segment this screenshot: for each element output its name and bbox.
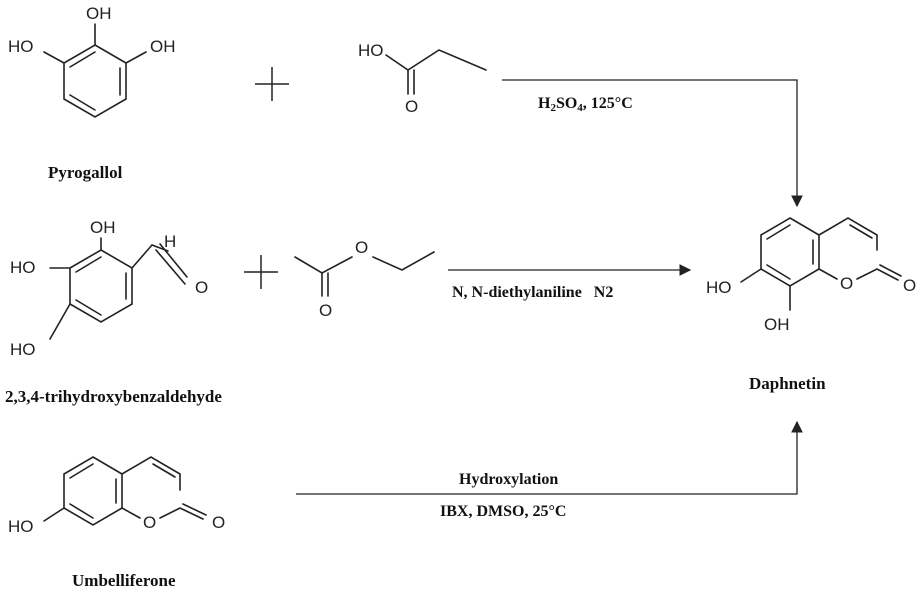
atom-o: O [319, 301, 332, 320]
atom-ho: HO [10, 340, 36, 359]
route3-arrow [296, 420, 803, 495]
atom-oh: OH [86, 4, 112, 23]
plus-sign [244, 255, 278, 289]
atom-o: O [405, 97, 418, 116]
umbelliferone-label: Umbelliferone [72, 571, 176, 590]
propanoic-acid-structure: HO O [358, 41, 487, 116]
atom-ho: HO [10, 258, 36, 277]
daphnetin-label: Daphnetin [749, 374, 826, 393]
pyrogallol-label: Pyrogallol [48, 163, 123, 182]
atom-o: O [355, 238, 368, 257]
plus-sign [255, 67, 289, 101]
route3-conditions-bottom: IBX, DMSO, 25°C [440, 503, 566, 520]
atom-ho: HO [8, 37, 34, 56]
route3-conditions-top: Hydroxylation [459, 471, 558, 488]
atom-ho: HO [706, 278, 732, 297]
atom-oh: OH [150, 37, 176, 56]
atom-o: O [840, 274, 853, 293]
atom-oh: OH [90, 218, 116, 237]
daphnetin-structure: O O HO OH [706, 217, 916, 334]
route2-conditions: N, N-diethylaniline N2 [452, 284, 613, 301]
ethyl-acetate-structure: O O [294, 238, 435, 320]
atom-ho: HO [358, 41, 384, 60]
route1-arrow [502, 79, 803, 208]
trihydroxybenzaldehyde-structure: OH HO HO H O [10, 218, 208, 359]
atom-o: O [903, 276, 916, 295]
pyrogallol-structure: OH OH HO [8, 4, 176, 118]
atom-o: O [212, 513, 225, 532]
atom-h: H [164, 232, 176, 251]
trihydroxybenzaldehyde-label: 2,3,4-trihydroxybenzaldehyde [5, 387, 222, 406]
atom-oh: OH [764, 315, 790, 334]
atom-o: O [143, 513, 156, 532]
atom-ho: HO [8, 517, 34, 536]
atom-o: O [195, 278, 208, 297]
route1-conditions: H2SO4, 125°C [538, 95, 633, 114]
umbelliferone-structure: O O HO [8, 456, 225, 536]
